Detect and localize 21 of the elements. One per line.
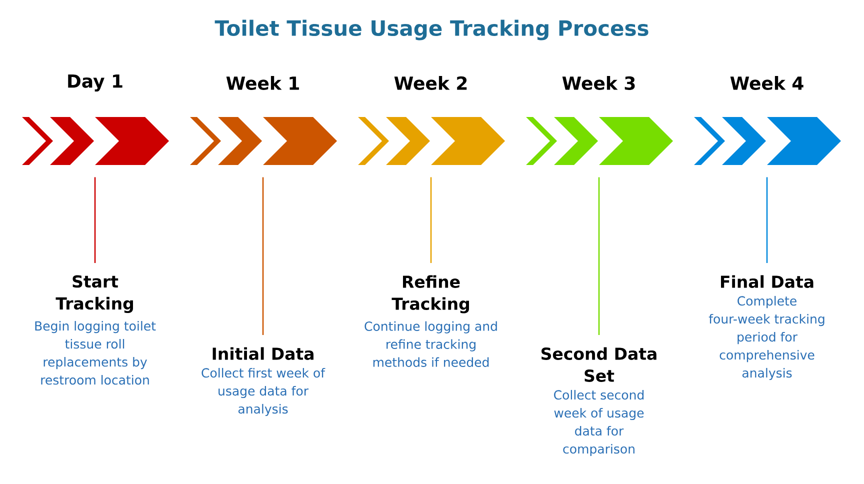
connector-line: [94, 177, 96, 263]
connector-line: [766, 177, 768, 263]
phase-heading: Week 1: [226, 76, 299, 90]
connector-line: [598, 177, 600, 335]
milestone-text: Initial Data Collect first week of usage data for analysis: [202, 347, 326, 416]
chevron-arrows: [358, 117, 505, 165]
milestone-text: Start Tracking Begin logging toilet tissue roll replacements by restroom location: [35, 275, 156, 385]
phase-heading: Week 4: [730, 76, 804, 90]
milestone-text: Final Data Complete four-week tracking period for comprehensive analysis: [708, 275, 824, 380]
connector-line: [430, 177, 432, 263]
diagram-title: Toilet Tissue Usage Tracking Process: [214, 20, 648, 40]
chevron-arrows: [694, 117, 841, 165]
chevron-arrows: [22, 117, 169, 165]
chevron-arrows: [526, 117, 673, 165]
milestone-text: Refine Tracking Continue logging and refine tracking methods if needed: [364, 275, 497, 367]
connector-line: [262, 177, 264, 335]
phase-heading: Week 2: [394, 76, 467, 90]
phase-heading: Week 3: [562, 76, 635, 90]
milestone-text: Second Data Set Collect second week of usage data for comparison: [542, 347, 656, 456]
phase-heading: Day 1: [68, 74, 122, 92]
chevron-arrows: [190, 117, 337, 165]
